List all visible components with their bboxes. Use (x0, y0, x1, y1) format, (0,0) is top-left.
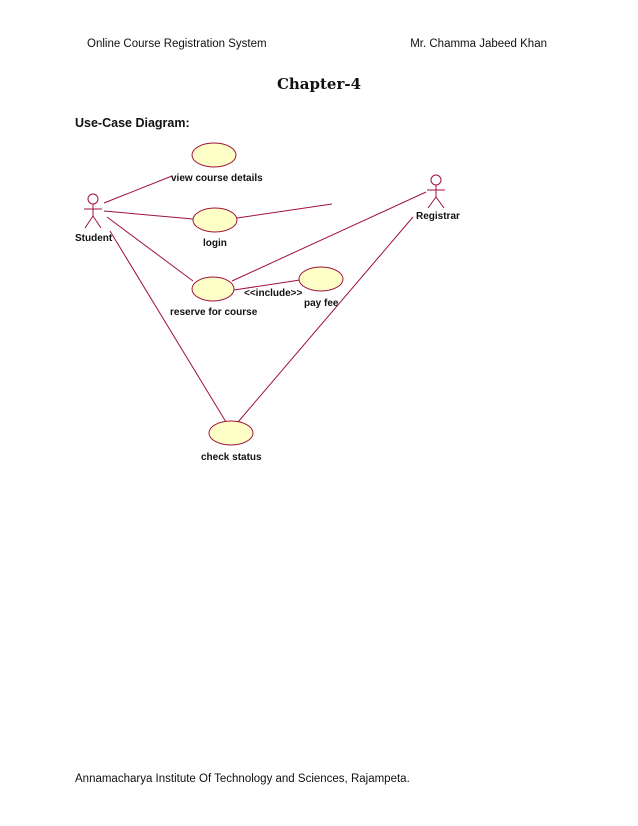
header-title: Online Course Registration System (87, 38, 267, 50)
association-lines (103, 175, 427, 423)
label-registrar: Registrar (416, 211, 460, 222)
label-pay-fee: pay fee (304, 298, 339, 309)
footer-institution: Annamacharya Institute Of Technology and… (75, 773, 410, 785)
include-reserve-payfee (233, 279, 301, 291)
student-actor-icon (84, 193, 102, 229)
chapter-heading: Chapter-4 (276, 75, 362, 93)
use-case-login (192, 207, 238, 233)
use-case-view-course-details (191, 142, 237, 168)
assoc-student-view-course-details (103, 175, 173, 204)
assoc-registrar-check-status (237, 216, 414, 423)
assoc-student-login (103, 210, 194, 220)
label-include: <<include>> (244, 288, 303, 299)
label-check-status: check status (201, 452, 262, 463)
assoc-student-check-status (109, 230, 227, 423)
registrar-actor-icon (427, 174, 445, 209)
assoc-login-extra (236, 203, 333, 219)
assoc-student-reserve (106, 216, 194, 282)
use-case-check-status (208, 420, 254, 446)
header-author: Mr. Chamma Jabeed Khan (410, 38, 547, 50)
use-case-reserve-for-course (191, 276, 235, 302)
label-login: login (203, 238, 227, 249)
label-student: Student (75, 233, 113, 244)
section-heading: Use-Case Diagram: (75, 116, 190, 130)
assoc-registrar-reserve (231, 191, 427, 282)
label-reserve-for-course: reserve for course (170, 307, 258, 318)
use-case-pay-fee (298, 266, 344, 292)
label-view-course-details: view course details (171, 173, 263, 184)
